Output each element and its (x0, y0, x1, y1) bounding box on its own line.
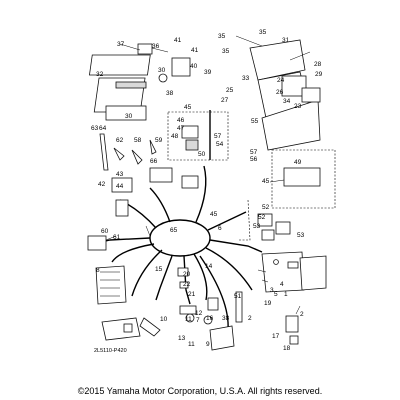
callout-51: 51 (234, 293, 242, 300)
callout-12: 12 (195, 310, 203, 317)
callout-37: 37 (117, 41, 125, 48)
callout-31: 31 (282, 37, 290, 44)
callout-65: 65 (170, 227, 178, 234)
lower-fittings (139, 291, 243, 351)
dashed-group-45-lower (269, 149, 336, 209)
callout-9: 9 (206, 341, 210, 348)
dashed-group-45-upper (167, 111, 229, 161)
callout-47: 47 (177, 125, 185, 132)
callout-14: 14 (205, 263, 213, 270)
callout-58: 58 (134, 137, 142, 144)
callout-13: 13 (178, 335, 186, 342)
callout-52b: 52 (258, 214, 266, 221)
coupler-42 (111, 177, 133, 217)
callout-39: 39 (204, 69, 212, 76)
callout-10: 10 (160, 316, 168, 323)
callout-53: 53 (253, 223, 261, 230)
callout-23: 23 (294, 103, 302, 110)
callout-42: 42 (98, 181, 106, 188)
callout-6: 6 (218, 225, 222, 232)
callout-7: 7 (196, 317, 200, 324)
callout-48: 48 (171, 133, 179, 140)
callout-35b: 35 (259, 29, 267, 36)
left-stack-15-14 (177, 267, 189, 289)
callout-2: 2 (248, 315, 252, 322)
callout-49: 49 (294, 159, 302, 166)
callout-2b: 2 (300, 311, 304, 318)
callout-labels: 37 36 41 41 40 39 32 30 38 30 35 35 35 3… (91, 29, 323, 352)
callout-19: 19 (264, 300, 272, 307)
copyright-notice: ©2015 Yamaha Motor Corporation, U.S.A. A… (77, 386, 323, 396)
callout-50: 50 (198, 151, 206, 158)
callout-61: 61 (113, 234, 121, 241)
callout-56: 56 (250, 156, 258, 163)
callout-45: 45 (184, 104, 192, 111)
sensor-66 (149, 167, 199, 189)
callout-30b: 30 (125, 113, 133, 120)
callout-18: 18 (283, 345, 291, 352)
part-code: 2L5110-P420 (94, 348, 127, 354)
callout-16: 16 (206, 315, 214, 322)
callout-41b: 41 (191, 47, 199, 54)
callout-20: 20 (183, 271, 191, 278)
callout-27: 27 (221, 97, 229, 104)
callout-22: 22 (183, 281, 191, 288)
battery-assembly (89, 43, 191, 121)
callout-28: 28 (314, 61, 322, 68)
callout-33: 33 (242, 75, 250, 82)
dashed-group-relays (238, 199, 291, 241)
callout-53b: 53 (297, 232, 305, 239)
callout-45b: 45 (262, 178, 270, 185)
callout-32: 32 (96, 71, 104, 78)
callout-41: 41 (174, 37, 182, 44)
cable-ties (99, 133, 157, 171)
callout-15: 15 (155, 266, 163, 273)
callout-63: 63 (91, 125, 99, 132)
bracket-assembly (235, 35, 321, 151)
callout-45c: 45 (210, 211, 218, 218)
callout-4: 4 (280, 281, 284, 288)
callout-43: 43 (116, 171, 124, 178)
callout-35c: 35 (222, 48, 230, 55)
callout-40: 40 (190, 63, 198, 70)
callout-59: 59 (155, 137, 163, 144)
callout-54: 54 (216, 141, 224, 148)
callout-35: 35 (218, 33, 226, 40)
callout-30: 30 (158, 67, 166, 74)
callout-1: 1 (284, 291, 288, 298)
callout-36: 36 (152, 43, 160, 50)
callout-11: 11 (185, 316, 192, 323)
callout-11b: 11 (188, 341, 195, 348)
rectifier-regulator (95, 265, 127, 305)
callout-46: 46 (177, 117, 185, 124)
callout-44: 44 (116, 183, 124, 190)
callout-38: 38 (166, 90, 174, 97)
callout-29: 29 (315, 71, 323, 78)
callout-52: 52 (262, 204, 270, 211)
callout-34: 34 (283, 98, 291, 105)
callout-57: 57 (250, 149, 258, 156)
callout-5: 5 (274, 291, 278, 298)
callout-64: 64 (99, 125, 107, 132)
callout-8: 8 (96, 267, 100, 274)
callout-25: 25 (226, 87, 234, 94)
callout-17: 17 (272, 333, 280, 340)
callout-55: 55 (251, 118, 259, 125)
callout-66: 66 (150, 158, 158, 165)
callout-38b: 38 (222, 315, 230, 322)
callout-57b: 57 (214, 133, 222, 140)
callout-60: 60 (101, 228, 109, 235)
callout-26: 26 (276, 89, 284, 96)
callout-21: 21 (188, 291, 196, 298)
switch-lower-left (101, 317, 141, 341)
callout-24: 24 (277, 77, 285, 84)
cdi-unit (257, 251, 327, 293)
callout-62: 62 (116, 137, 124, 144)
fuse-holder (285, 305, 301, 345)
coupler-60 (87, 235, 117, 251)
callout-3: 3 (270, 287, 274, 294)
